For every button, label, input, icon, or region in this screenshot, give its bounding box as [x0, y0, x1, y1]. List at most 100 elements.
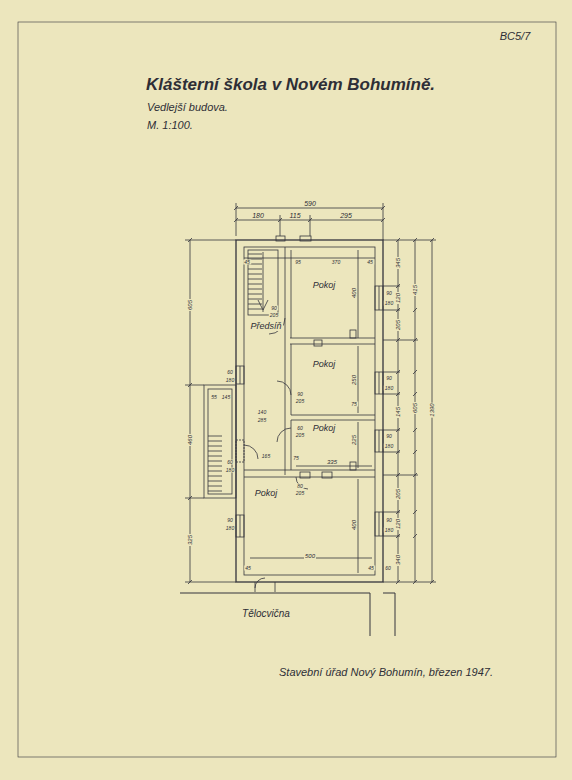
dimension-text: 145 [221, 395, 231, 400]
note-text: Tělocvična [241, 609, 291, 619]
dimension-text: 120 [395, 518, 401, 530]
room-name: Pokoj [254, 488, 279, 498]
dimension-text: 75 [350, 402, 358, 407]
dimension-text: 325 [187, 534, 193, 546]
dimension-text: 180 [384, 444, 394, 449]
dimension-text: 180 [251, 212, 265, 219]
room: Pokoj [292, 270, 356, 300]
dimension-text: 90 [385, 291, 393, 296]
dimension-text: 205 [295, 399, 305, 404]
stroke [396, 580, 400, 584]
dimension-text: 340 [395, 554, 401, 566]
stroke [396, 473, 400, 477]
dimension-text: 400 [351, 519, 357, 531]
stroke [413, 473, 417, 477]
stroke [430, 580, 434, 584]
stroke [248, 269, 262, 270]
dimension-text: 120 [395, 292, 401, 304]
stroke [208, 476, 222, 477]
stroke [248, 279, 262, 280]
dimension-text: 285 [257, 418, 267, 423]
stroke [248, 274, 262, 275]
dimension-text: 90 [385, 376, 393, 381]
dimension-text: 45 [243, 260, 251, 265]
dimension-text: 60 [296, 426, 304, 431]
note-text: BC5/7 [499, 31, 532, 42]
dimension-text: 60 [226, 370, 234, 375]
dimension-text: 225 [351, 434, 357, 446]
stroke [413, 370, 417, 374]
dimension-text: 605 [412, 402, 418, 414]
dimension-text: 605 [187, 299, 193, 311]
room: Pokoj [292, 350, 356, 378]
stroke [396, 534, 400, 538]
room: Pokoj [246, 482, 286, 504]
dimension-text: 345 [395, 257, 401, 269]
dimension-text: 60 [226, 460, 234, 465]
dimension-text: 180 [225, 468, 235, 473]
stroke [413, 338, 417, 342]
dimension-text: 45 [366, 260, 374, 265]
dimension-text: 205 [395, 319, 401, 331]
dimension-text: 370 [331, 260, 341, 265]
dimension-text: 205 [395, 488, 401, 500]
stroke [248, 309, 262, 310]
note-text: Vedlejší budova. [146, 102, 229, 113]
dimension-text: 90 [270, 306, 278, 311]
stroke [413, 238, 417, 242]
stroke [396, 450, 400, 454]
room-name: Pokoj [312, 359, 337, 369]
dimension-text: 45 [367, 566, 375, 571]
note-text: M. 1:100. [146, 120, 194, 131]
stroke [396, 428, 400, 432]
dimension-text: 205 [295, 433, 305, 438]
dimension-text: 165 [261, 454, 271, 459]
dimension-text: 500 [304, 553, 316, 559]
stroke [396, 238, 400, 242]
stroke [248, 299, 262, 300]
dimension-text: 205 [295, 491, 305, 496]
dimension-text: 295 [339, 212, 353, 219]
dimension-text: 590 [303, 200, 317, 207]
dimension-text: 180 [384, 301, 394, 306]
dimension-text: 400 [351, 287, 357, 299]
stroke [413, 580, 417, 584]
stroke [396, 370, 400, 374]
stroke [413, 534, 417, 538]
dimension-text: 250 [351, 374, 357, 386]
dimension-text: 90 [226, 518, 234, 523]
room-name: Pokoj [312, 423, 337, 433]
stroke [208, 436, 222, 437]
stroke [248, 294, 262, 295]
dimension-text: 55 [210, 395, 218, 400]
dimension-text: 95 [294, 260, 302, 265]
dimension-text: 415 [412, 284, 418, 296]
stroke [208, 471, 222, 472]
stroke [208, 456, 222, 457]
stroke [208, 491, 222, 492]
dimension-text: 335 [326, 459, 338, 465]
stroke [208, 446, 222, 447]
stroke [413, 308, 417, 312]
dimension-text: 205 [269, 313, 279, 318]
stroke [413, 428, 417, 432]
stroke [248, 304, 262, 305]
dimension-text: 180 [384, 528, 394, 533]
dimension-text: 180 [225, 526, 235, 531]
stroke [208, 481, 222, 482]
dimension-text: 45 [244, 566, 252, 571]
stroke [208, 466, 222, 467]
room: Předsíň [246, 318, 286, 334]
room-name: Předsíň [249, 321, 282, 331]
dimension-text: 180 [384, 386, 394, 391]
dimension-text: 460 [187, 434, 193, 446]
dimension-text: 90 [296, 392, 304, 397]
stroke [248, 284, 262, 285]
stroke [208, 451, 222, 452]
dimension-text: 145 [395, 406, 401, 418]
dimension-text: 180 [225, 378, 235, 383]
stroke [396, 284, 400, 288]
room-name: Pokoj [312, 280, 337, 290]
